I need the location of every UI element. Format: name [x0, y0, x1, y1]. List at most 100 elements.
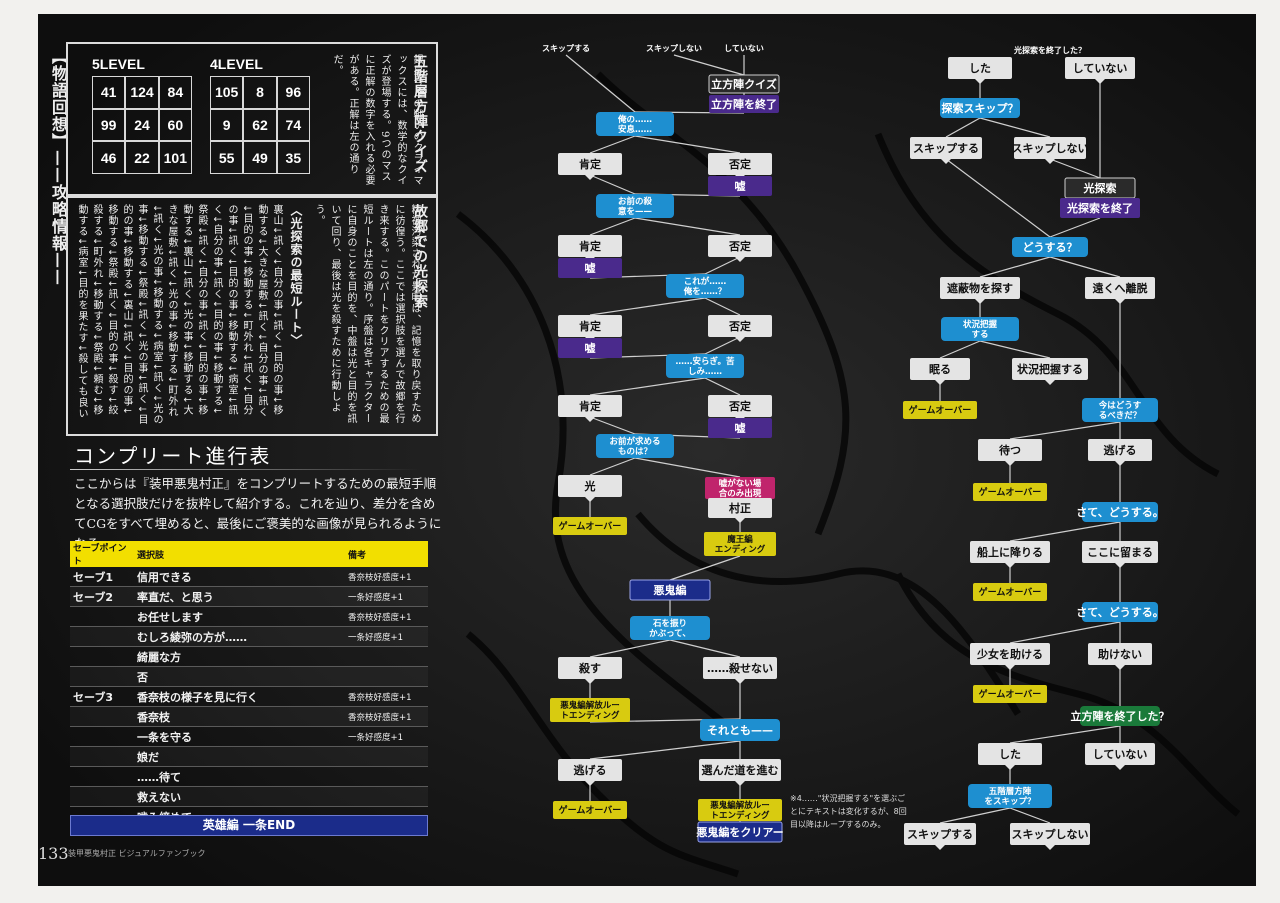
flow-edge: [589, 217, 636, 236]
table-row: 救えない: [70, 786, 428, 807]
flow-edge: [1049, 158, 1101, 179]
light-search-body: 精神汚染された景明は、記憶を取り戻すために彷徨う。ここでは選択肢を選んで故郷を行…: [313, 204, 420, 424]
cell-save: セーブ3: [70, 686, 134, 707]
complete-intro: ここからは『装甲悪鬼村正』をコンプリートするための最短手順となる選択肢だけを抜粋…: [74, 476, 442, 551]
flow-label: 光探索: [1083, 181, 1117, 195]
flow-box: [1082, 398, 1158, 422]
section-label: 【物語回想】——攻略情報——: [49, 48, 68, 286]
cell-note: 香奈枝好感度+1: [345, 706, 428, 727]
cell-choice: 信用できる: [134, 567, 345, 587]
flow-label: トエンディング: [711, 810, 770, 821]
flow-node-skip: スキップする: [542, 43, 590, 53]
flow-box: [558, 657, 622, 679]
flow-pointer: [735, 518, 745, 523]
grid-4-label: 4LEVEL: [210, 56, 263, 72]
flow-box: [978, 439, 1042, 461]
flow-node-chosen: 選んだ道を進む: [699, 759, 781, 786]
flow-node-rq: 光探索を終了した？: [1013, 45, 1086, 55]
grid-cell: 8: [243, 76, 277, 109]
route-title: 〈光探索の最短ルート〉: [289, 204, 303, 347]
flow-label: しみ……: [688, 367, 722, 377]
complete-title: コンプリート進行表: [74, 444, 272, 468]
flow-node-d4: 否定: [708, 395, 772, 422]
flow-edge: [589, 135, 636, 154]
cell-note: 一条好感度+1: [345, 586, 428, 607]
flow-pointer: [1005, 765, 1015, 770]
flow-node-a2: 肯定: [558, 235, 622, 262]
quiz-body: 銀星号との戦いのクライマックスには、数学的なクイズが登場する。9つのマスに正解の…: [331, 54, 422, 186]
flow-pointer: [1115, 461, 1125, 466]
flow-edge: [589, 639, 671, 658]
table-header: セーブポイント 選択肢 備考: [70, 541, 428, 567]
flow-box: [941, 317, 1019, 341]
flow-node-nsk2: スキップしない: [1010, 823, 1090, 850]
flow-label: 肯定: [579, 157, 601, 171]
flow-label: 肯定: [579, 399, 601, 413]
flow-node-l1: 嘘: [708, 176, 772, 196]
flow-box: [968, 784, 1052, 808]
flow-edge: [1009, 621, 1121, 644]
flow-box: [550, 698, 630, 722]
page-number: 133: [38, 844, 69, 863]
flow-box: [709, 95, 779, 113]
cell-save: [70, 726, 134, 747]
flow-edge: [589, 416, 636, 435]
flow-label: 船上に降りる: [977, 545, 1043, 559]
flow-label: これが……: [684, 276, 727, 287]
flow-box: [558, 475, 622, 497]
flow-label: 嘘: [735, 179, 746, 193]
grid-cell: 74: [276, 108, 310, 142]
flow-node-ls: 光探索: [1064, 177, 1136, 199]
flow-pointer: [1095, 79, 1105, 84]
flow-label: ゲームオーバー: [979, 586, 1042, 598]
flow-node-q4: ……安らぎ。苦しみ……: [666, 354, 744, 378]
grid-cell: 84: [158, 76, 192, 109]
flow-box: [708, 315, 772, 337]
flow-node-light: 光: [558, 475, 622, 502]
flow-label: 殺す: [578, 661, 601, 675]
cell-save: [70, 606, 134, 627]
flow-edge: [589, 377, 706, 396]
footnote: ※4……"状況把握する"を選ぶごとにテキストは変化するが、8回目以降はループする…: [790, 794, 907, 829]
flow-label: した: [969, 62, 991, 75]
flow-box: [708, 153, 772, 175]
flow-label: それとも——: [707, 724, 773, 737]
cell-note: [345, 786, 428, 807]
grid-cell: 35: [276, 141, 310, 174]
flow-pointer: [1005, 563, 1015, 568]
grid-cell: 99: [92, 108, 126, 142]
flow-node-wd: どうする？: [1012, 237, 1088, 257]
flow-pointer: [585, 679, 595, 684]
flow-label: 逃げる: [1104, 443, 1137, 457]
cell-choice: 娘だ: [134, 746, 345, 767]
flow-node-kill: 殺す: [558, 657, 622, 684]
cell-choice: 綺麗な方: [134, 646, 345, 667]
table-row: むしろ綾弥の方が……一条好感度+1: [70, 626, 428, 647]
cell-choice: 否: [134, 666, 345, 687]
flow-node-l3: 嘘: [558, 338, 622, 358]
flow-edge: [634, 457, 741, 478]
flow-edge: [1009, 725, 1121, 744]
flow-label: 光: [584, 479, 596, 493]
flow-label: した: [999, 748, 1021, 761]
quiz-panel: [66, 42, 438, 196]
flow-label: ……殺せない: [707, 661, 773, 675]
grid-cell: 60: [158, 108, 192, 142]
cell-choice: 香奈枝の様子を見に行く: [134, 686, 345, 707]
grid-cell: 105: [210, 76, 244, 109]
cell-note: 香奈枝好感度+1: [345, 606, 428, 627]
grid-cell: 101: [158, 141, 192, 174]
flow-box: [1065, 57, 1135, 79]
flow-node-sk2: スキップする: [904, 823, 976, 850]
flow-box: [1060, 198, 1140, 218]
flow-node-away: 遠くへ離脱: [1085, 277, 1155, 304]
flow-box: [1012, 237, 1088, 257]
